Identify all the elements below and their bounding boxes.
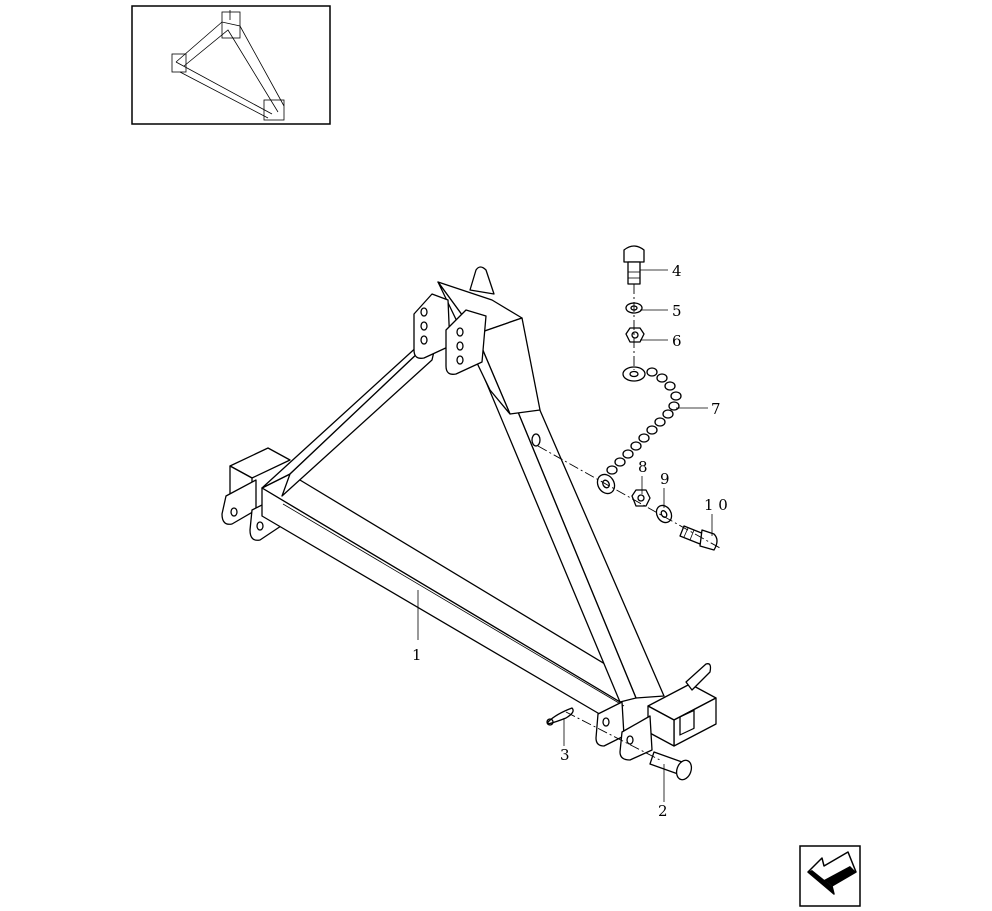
callout-labels: 1 2 3 4 5 6 7 8 9 1 0 (412, 262, 728, 820)
callout-4: 4 (672, 262, 682, 280)
bolt-part (623, 245, 645, 285)
callout-6: 6 (672, 332, 682, 350)
callout-9: 9 (660, 470, 670, 488)
callout-5: 5 (672, 302, 682, 320)
a-frame-hitch (221, 266, 717, 761)
leader-lines (417, 269, 713, 802)
hitch-frame-thumbnail-icon[interactable] (131, 5, 331, 125)
hitch-pin-part (649, 751, 693, 781)
assembly-centerlines (537, 284, 721, 761)
callout-8: 8 (638, 458, 648, 476)
nut-part (625, 327, 645, 343)
side-bolt-part (679, 525, 718, 551)
callout-7: 7 (711, 400, 721, 418)
linch-pin-part (546, 707, 574, 726)
back-arrow-icon[interactable] (799, 845, 861, 907)
lock-nut-part (631, 489, 651, 507)
callout-2: 2 (658, 802, 668, 820)
callout-3: 3 (560, 746, 570, 764)
callout-1: 1 (412, 646, 422, 664)
callout-10: 1 0 (704, 496, 728, 514)
